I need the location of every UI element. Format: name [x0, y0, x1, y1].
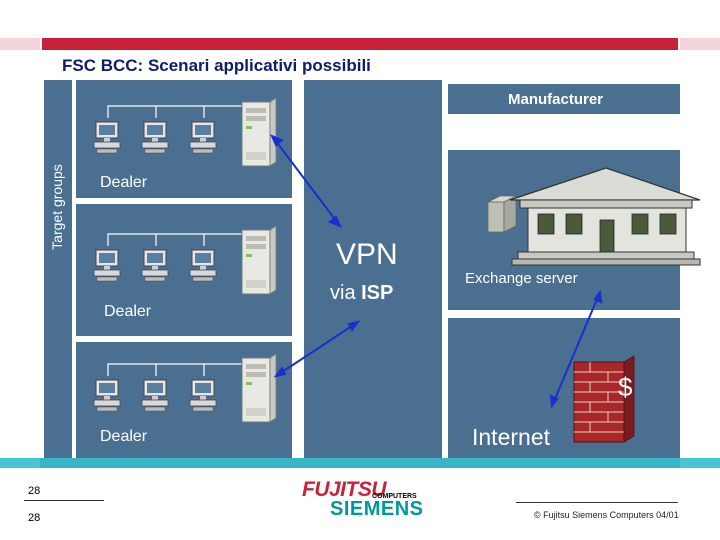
exchange-server-label: Exchange server — [465, 270, 578, 287]
vpn-connectors — [270, 134, 603, 409]
vpn-title: VPN — [336, 238, 398, 271]
internet-panel — [448, 318, 680, 458]
manufacturer-label: Manufacturer — [508, 91, 604, 108]
firewall-icon — [573, 355, 635, 443]
page-number-top: 28 — [28, 485, 41, 497]
slide-title: FSC BCC: Scenari applicativi possibili — [62, 56, 371, 75]
vpn-subtitle-prefix: via — [330, 282, 362, 304]
top-bar-right — [680, 38, 720, 50]
logo-siemens: SIEMENS — [330, 498, 424, 520]
internet-label: Internet — [472, 424, 550, 450]
dealer-label-3: Dealer — [100, 428, 148, 445]
logo-fujitsu: FUJITSU — [302, 478, 387, 501]
footer-divider-left — [24, 500, 104, 501]
footer-divider-right — [516, 502, 678, 503]
dealer-label-2: Dealer — [104, 303, 152, 320]
top-accent-bar — [42, 38, 678, 50]
copyright-text: © Fujitsu Siemens Computers 04/01 — [534, 510, 679, 520]
dealer-lan-3 — [93, 353, 277, 423]
page-number-bottom: 28 — [28, 512, 41, 524]
exchange-server-icon — [487, 195, 517, 233]
bottom-band-inner — [40, 458, 680, 468]
target-groups-panel — [44, 80, 72, 460]
dollar-symbol: $ — [618, 372, 633, 402]
top-bar-left — [0, 38, 40, 50]
dealer-label-1: Dealer — [100, 174, 148, 191]
vpn-panel — [304, 80, 442, 458]
logo-computers: COMPUTERS — [372, 493, 417, 500]
vpn-subtitle: via ISP — [330, 282, 393, 305]
dealer-lan-2 — [93, 225, 277, 295]
manufacturer-bar — [448, 84, 680, 114]
manufacturer-building-icon — [509, 167, 701, 266]
dealer-lan-1 — [93, 97, 277, 167]
vpn-subtitle-isp: ISP — [361, 282, 394, 304]
